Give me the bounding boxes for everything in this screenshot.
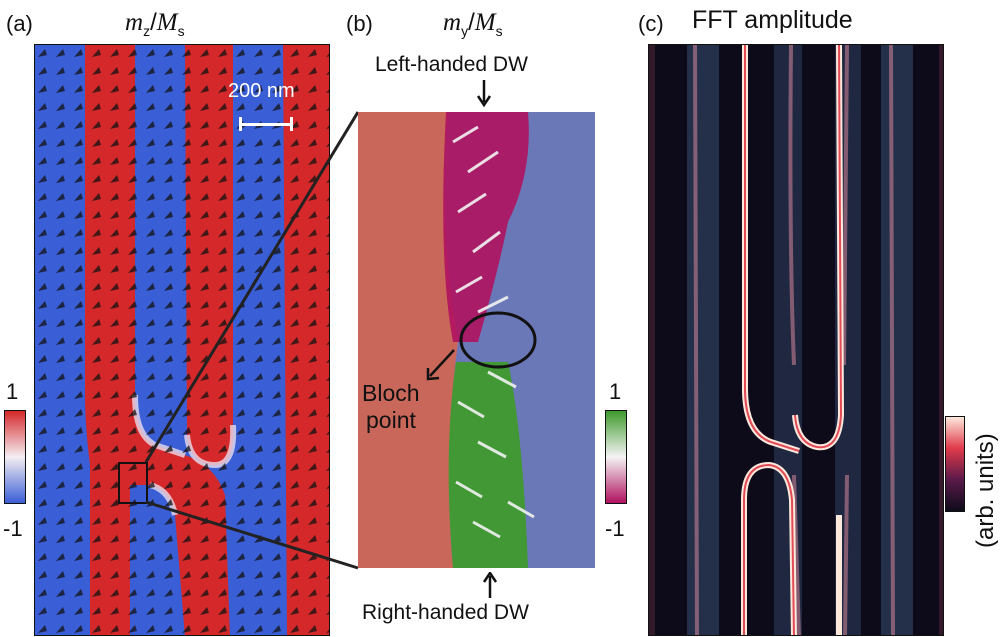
bloch-arrow-icon bbox=[426, 349, 455, 381]
scalebar-label: 200 nm bbox=[228, 80, 295, 102]
mz-map-image bbox=[35, 45, 329, 635]
mz-colorbar-min: -1 bbox=[3, 516, 23, 541]
fft-colorbar bbox=[945, 416, 965, 512]
panel-a-label: (a) bbox=[6, 11, 33, 36]
my-render bbox=[358, 112, 595, 568]
mz-colorbar-max: 1 bbox=[6, 379, 19, 404]
panel-b-title: my/Ms bbox=[443, 9, 503, 39]
my-render-image bbox=[358, 112, 595, 568]
top-arrow-icon bbox=[476, 80, 492, 108]
panel-a-title: mz/Ms bbox=[125, 9, 185, 39]
panel-c-label: (c) bbox=[638, 11, 664, 36]
left-handed-dw-label: Left-handed DW bbox=[375, 53, 528, 76]
panel-b-label: (b) bbox=[346, 11, 373, 36]
mz-colorbar bbox=[4, 410, 26, 504]
fft-map-image bbox=[649, 45, 943, 635]
fft-map bbox=[648, 44, 944, 636]
my-colorbar-min: -1 bbox=[605, 516, 625, 541]
bottom-arrow-icon bbox=[482, 572, 498, 598]
my-colorbar-max: 1 bbox=[609, 379, 622, 404]
mz-map: 200 nm bbox=[34, 44, 330, 636]
scalebar bbox=[239, 123, 293, 126]
my-colorbar bbox=[605, 410, 627, 504]
panel-c-title: FFT amplitude bbox=[692, 6, 853, 34]
right-handed-dw-label: Right-handed DW bbox=[362, 601, 529, 624]
fft-colorbar-label: (arb. units) bbox=[972, 433, 999, 548]
bloch-point-label: Bloch point bbox=[362, 380, 420, 433]
